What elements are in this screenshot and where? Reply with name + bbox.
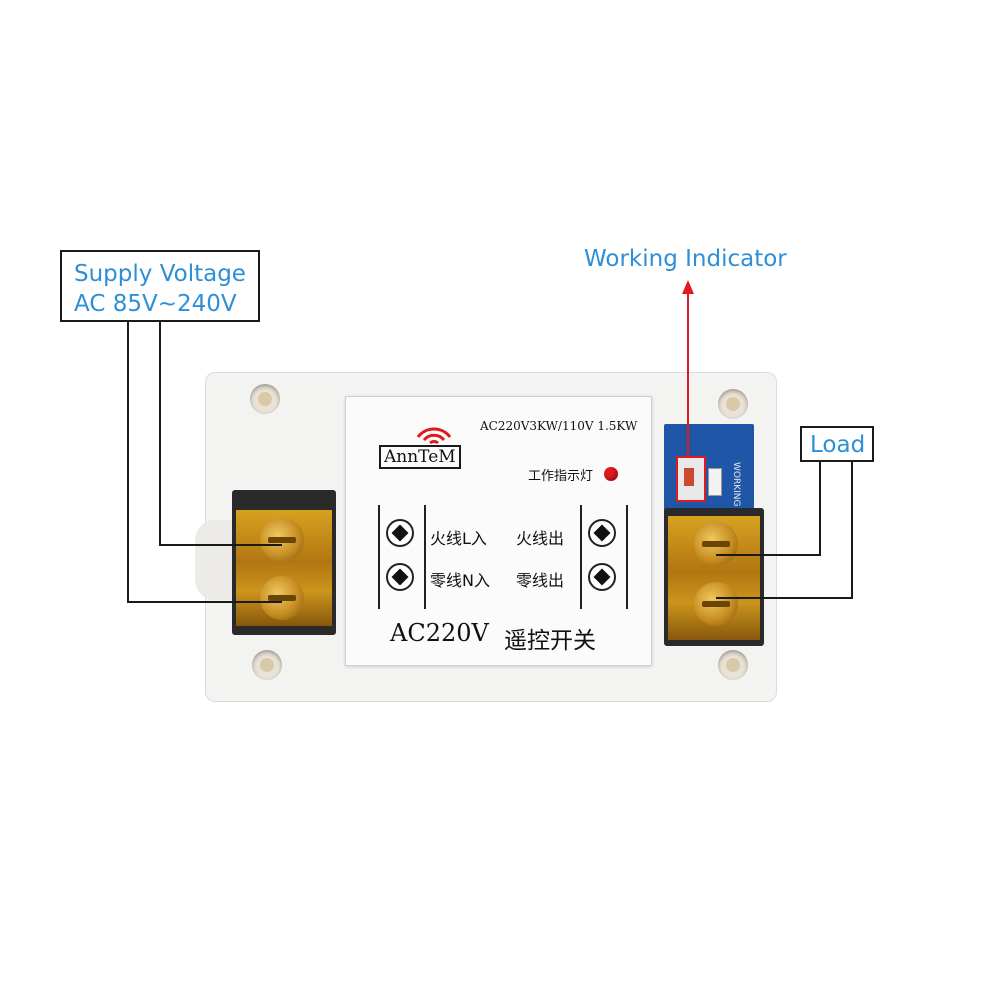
supply-voltage-callout: Supply Voltage AC 85V~240V xyxy=(60,250,260,322)
brand-logo: AnnTeM xyxy=(379,445,461,469)
indicator-arrow-head xyxy=(682,280,694,294)
live-out-label: 火线出 xyxy=(516,529,565,548)
power-rating: AC220V3KW/110V 1.5KW xyxy=(480,419,638,433)
input-terminal-frame xyxy=(378,505,426,609)
mount-hole-bottom-right xyxy=(718,650,748,680)
supply-voltage-line1: Supply Voltage xyxy=(74,261,246,287)
supply-voltage-line2: AC 85V~240V xyxy=(74,291,237,317)
load-callout: Load xyxy=(800,426,874,462)
supply-wire-neutral xyxy=(127,322,282,603)
input-live-symbol xyxy=(386,519,414,547)
input-screw-live xyxy=(260,518,304,562)
pcb-component xyxy=(708,468,722,496)
output-screw-live xyxy=(694,522,738,566)
working-led xyxy=(684,468,694,486)
neutral-out-label: 零线出 xyxy=(516,571,565,590)
output-terminal-frame xyxy=(580,505,628,609)
main-title-cn: 遥控开关 xyxy=(504,628,596,654)
output-screw-neutral xyxy=(694,582,738,626)
live-in-label: 火线L入 xyxy=(430,529,487,548)
main-title-en: AC220V xyxy=(390,619,489,647)
output-neutral-symbol xyxy=(588,563,616,591)
working-indicator-label: Working Indicator xyxy=(584,246,787,272)
indicator-dot xyxy=(604,467,618,481)
neutral-in-label: 零线N入 xyxy=(430,571,490,590)
input-screw-neutral xyxy=(260,576,304,620)
mount-hole-top-right xyxy=(718,389,748,419)
indicator-label: 工作指示灯 xyxy=(528,469,594,484)
load-label: Load xyxy=(810,432,866,458)
label-plate: AnnTeM AC220V3KW/110V 1.5KW 工作指示灯 火线L入 零… xyxy=(345,396,652,666)
input-neutral-symbol xyxy=(386,563,414,591)
output-live-symbol xyxy=(588,519,616,547)
supply-wire-live xyxy=(159,322,282,546)
load-wire-live xyxy=(716,460,821,556)
mount-hole-bottom-left xyxy=(252,650,282,680)
wireless-signal-icon xyxy=(416,427,452,445)
pcb-silkscreen: WORKING xyxy=(731,462,741,507)
mount-hole-top-left xyxy=(250,384,280,414)
load-wire-neutral xyxy=(716,460,853,599)
